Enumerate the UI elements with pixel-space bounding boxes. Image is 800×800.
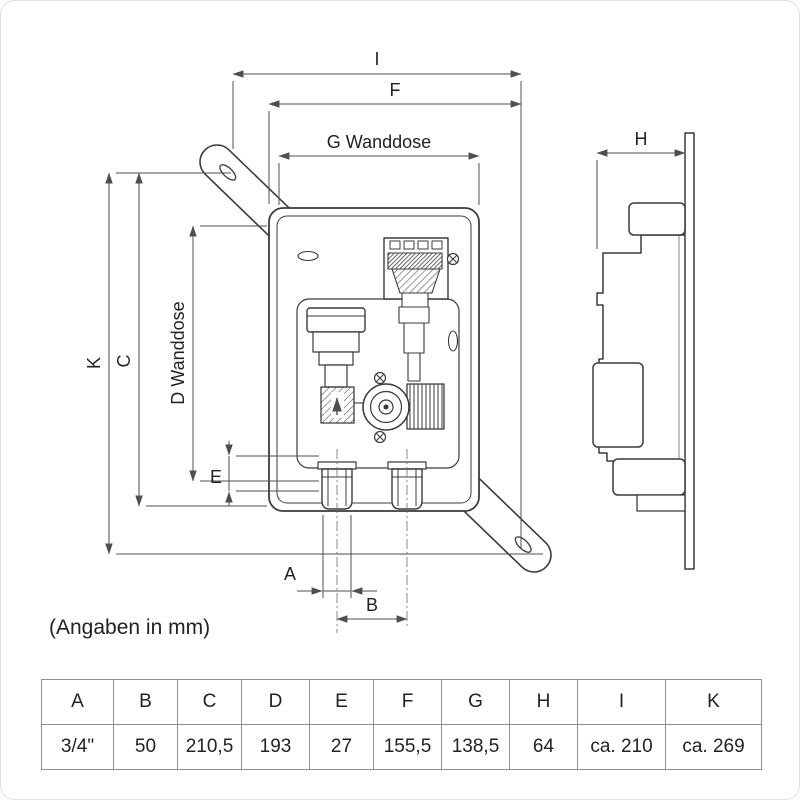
side-bottom-step bbox=[636, 494, 686, 512]
dimension-H bbox=[596, 149, 686, 249]
side-bottom-cap bbox=[612, 458, 686, 496]
mounting-slot-right bbox=[447, 330, 459, 352]
table-value-e: 27 bbox=[309, 724, 374, 770]
table-header-g: G bbox=[441, 679, 510, 725]
dim-label-h: H bbox=[635, 129, 648, 149]
side-body bbox=[596, 234, 685, 462]
table-header-i: I bbox=[577, 679, 666, 725]
wallbox-inner-wall bbox=[276, 215, 472, 504]
dim-label-g: G Wanddose bbox=[327, 132, 431, 152]
dim-label-e: E bbox=[210, 467, 222, 487]
table-value-row: 3/4" 50 210,5 193 27 155,5 138,5 64 ca. … bbox=[41, 724, 762, 770]
dim-label-d: D Wanddose bbox=[168, 301, 188, 404]
side-mid-cap bbox=[592, 362, 644, 448]
terminal-block bbox=[383, 237, 449, 308]
dim-label-i: I bbox=[374, 49, 379, 69]
technical-drawing: I F G Wanddose H K C D Wanddose E A B (A… bbox=[49, 49, 695, 639]
dim-label-c: C bbox=[114, 355, 134, 368]
mounting-slot-top bbox=[297, 250, 319, 262]
table-header-c: C bbox=[177, 679, 242, 725]
table-header-f: F bbox=[373, 679, 442, 725]
dimension-E bbox=[225, 441, 319, 506]
component-panel bbox=[296, 298, 460, 469]
table-header-d: D bbox=[241, 679, 310, 725]
table-header-row: A B C D E F G H I K bbox=[41, 679, 762, 725]
table-value-g: 138,5 bbox=[441, 724, 510, 770]
table-value-f: 155,5 bbox=[373, 724, 442, 770]
valve-knob bbox=[362, 383, 410, 431]
dim-label-a: A bbox=[284, 564, 296, 584]
dimensions bbox=[105, 70, 686, 633]
dim-label-k: K bbox=[84, 357, 104, 369]
table-value-a: 3/4" bbox=[41, 724, 114, 770]
table-header-a: A bbox=[41, 679, 114, 725]
table-value-d: 193 bbox=[241, 724, 310, 770]
dimension-K bbox=[105, 172, 543, 555]
dimension-I bbox=[232, 70, 522, 549]
table-header-e: E bbox=[309, 679, 374, 725]
valve-column bbox=[398, 306, 430, 382]
table-value-k: ca. 269 bbox=[665, 724, 762, 770]
dim-label-b: B bbox=[366, 595, 378, 615]
table-header-h: H bbox=[509, 679, 578, 725]
side-view bbox=[592, 132, 695, 570]
wall-plate bbox=[684, 132, 695, 570]
table-header-k: K bbox=[665, 679, 762, 725]
table-header-b: B bbox=[113, 679, 178, 725]
table-value-h: 64 bbox=[509, 724, 578, 770]
units-note: (Angaben in mm) bbox=[49, 616, 210, 639]
table-value-b: 50 bbox=[113, 724, 178, 770]
dimension-F bbox=[268, 100, 522, 204]
table-value-i: ca. 210 bbox=[577, 724, 666, 770]
left-fitting bbox=[306, 307, 366, 424]
dimension-A bbox=[297, 515, 377, 598]
dim-label-f: F bbox=[390, 80, 401, 100]
side-top-cap bbox=[628, 202, 686, 236]
dimension-C bbox=[135, 172, 267, 507]
right-cartridge bbox=[406, 383, 445, 430]
dimension-table: A B C D E F G H I K 3/4" 50 210,5 193 27… bbox=[41, 679, 762, 770]
dimension-D bbox=[189, 225, 319, 482]
dimension-G bbox=[278, 152, 480, 205]
table-value-c: 210,5 bbox=[177, 724, 242, 770]
front-view bbox=[192, 137, 559, 580]
